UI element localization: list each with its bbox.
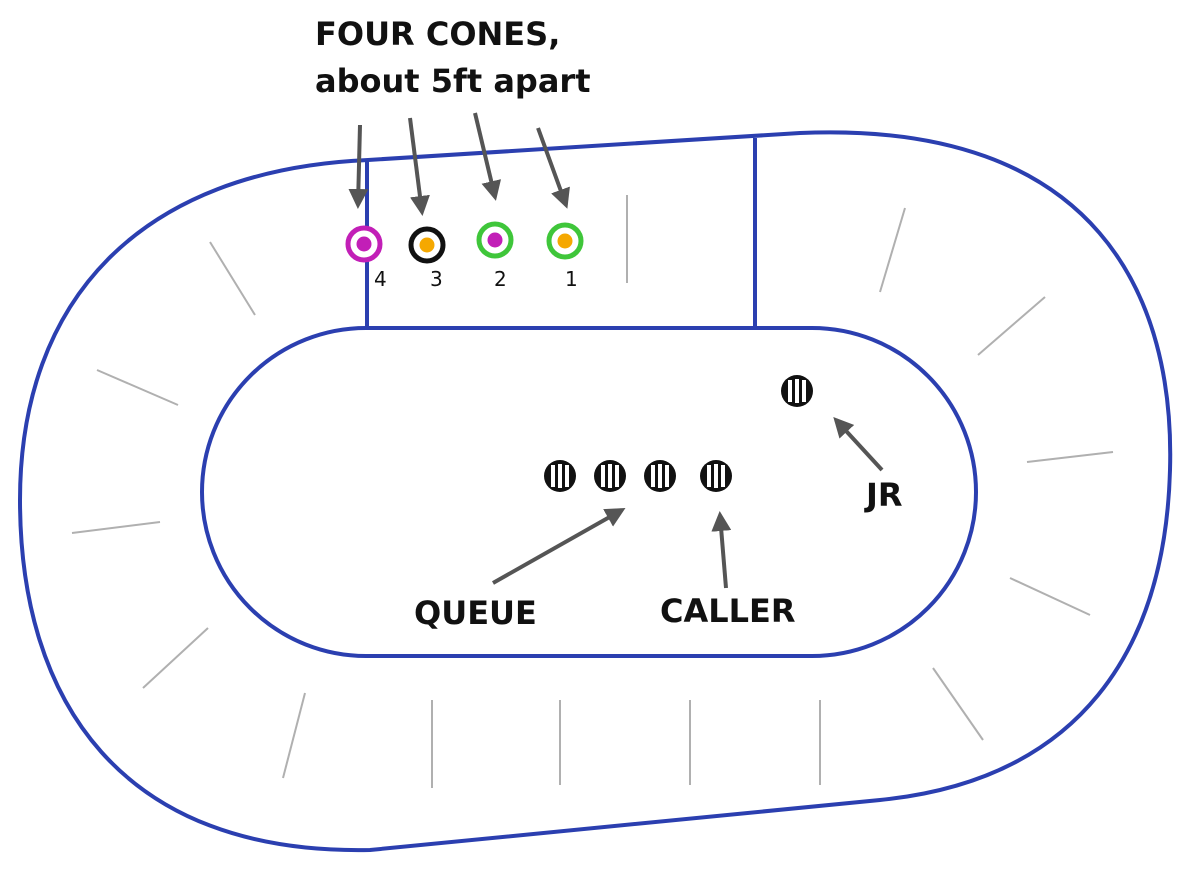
tick-mark [282, 692, 306, 779]
striped-helmet-icon [544, 460, 576, 492]
tick-mark [1009, 577, 1091, 616]
cone-4 [345, 225, 383, 263]
cone-2-number: 2 [494, 267, 507, 291]
cone-2 [476, 221, 514, 259]
tick-mark [977, 296, 1046, 356]
tick-mark [96, 369, 179, 406]
inner-track-boundary [200, 326, 978, 658]
striped-helmet-icon [594, 460, 626, 492]
title-line-1: FOUR CONES, [315, 15, 560, 53]
cone-4-number: 4 [374, 267, 387, 291]
cone-1 [546, 222, 584, 260]
striped-helmet-icon [781, 375, 813, 407]
queue-label: QUEUE [414, 594, 537, 632]
arrow-to-cone-1 [536, 127, 570, 209]
jr-label: JR [864, 476, 903, 514]
tick-mark [879, 207, 906, 293]
track-tick-marks [71, 195, 1114, 788]
tick-mark [142, 627, 209, 689]
cone-3 [408, 226, 446, 264]
arrow-to-cone-4 [348, 124, 369, 209]
cone-3-number: 3 [430, 267, 443, 291]
outer-track-boundary [17, 130, 1173, 853]
arrow-to-cone-3 [408, 117, 430, 216]
title-line-2: about 5ft apart [315, 62, 591, 100]
tick-mark [1026, 451, 1114, 463]
tick-mark [71, 521, 161, 534]
tick-mark [209, 241, 256, 316]
arrow-to-cone-2 [473, 112, 502, 201]
caller-label: CALLER [660, 592, 796, 630]
arrow-to-jr [833, 417, 884, 472]
striped-helmet-icon [644, 460, 676, 492]
cone-1-number: 1 [565, 267, 578, 291]
arrow-to-queue [492, 508, 626, 585]
striped-helmet-icon [700, 460, 732, 492]
tick-mark [932, 667, 984, 741]
arrow-to-caller [711, 511, 732, 589]
